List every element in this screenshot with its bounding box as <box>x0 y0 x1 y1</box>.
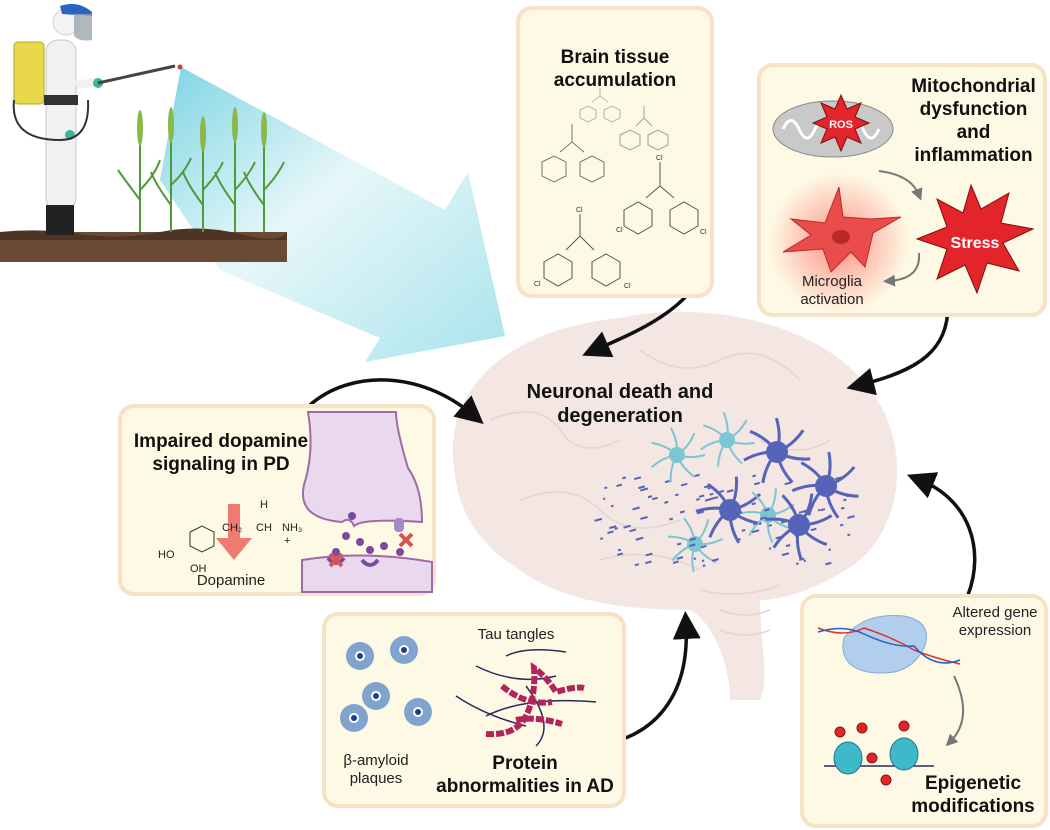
ribosome <box>843 615 927 673</box>
svg-text:ROS: ROS <box>829 119 853 131</box>
plaques-label: β-amyloid plaques <box>328 752 424 788</box>
svg-text:Cl: Cl <box>616 227 623 234</box>
farmer-sprayer <box>14 4 183 235</box>
arrow-mitochondrial <box>860 305 948 385</box>
svg-text:Cl: Cl <box>656 155 663 162</box>
panel-epigenetic: Altered gene expression Epigenetic modif… <box>800 594 1048 828</box>
svg-text:Stress: Stress <box>951 235 1000 252</box>
dopamine-illustration: CH₂ H CH NH₃ + HO OH <box>122 408 432 592</box>
tau-label: Tau tangles <box>446 626 586 644</box>
svg-text:+: + <box>284 535 290 547</box>
panel-title: Protein abnormalities in AD <box>430 752 620 798</box>
svg-text:Cl: Cl <box>624 283 631 290</box>
neuron-soma <box>719 432 735 448</box>
neuron-soma <box>719 499 741 521</box>
panel-brain-tissue: Brain tissue accumulation Cl Cl Cl Cl Cl… <box>516 6 714 298</box>
dopamine-label: Dopamine <box>186 572 276 590</box>
panel-title: Epigenetic modifications <box>898 772 1048 818</box>
panel-protein: Tau tangles β-amyloid plaques Protein ab… <box>322 612 626 808</box>
amyloid-plaques <box>340 636 432 732</box>
svg-text:Cl: Cl <box>576 207 583 214</box>
central-title: Neuronal death and degeneration <box>510 380 730 428</box>
arrow-epigenetic <box>920 480 975 595</box>
neuron-soma <box>766 441 788 463</box>
neuron-soma <box>788 514 810 536</box>
panel-dopamine: Impaired dopamine signaling in PD CH₂ H … <box>118 404 436 596</box>
microglia-label: Microglia activation <box>777 273 887 309</box>
svg-text:HO: HO <box>158 549 175 561</box>
svg-text:NH₃: NH₃ <box>282 522 302 534</box>
svg-text:CH₂: CH₂ <box>222 522 242 534</box>
panel-mitochondrial: Mitochondrial dysfunction and inflammati… <box>757 63 1047 317</box>
gene-expression-label: Altered gene expression <box>940 604 1050 640</box>
tau-tangles <box>456 650 596 746</box>
svg-text:H: H <box>260 499 268 511</box>
soil <box>0 228 287 262</box>
svg-text:CH: CH <box>256 522 272 534</box>
spray-arrow <box>160 67 505 362</box>
svg-text:Cl: Cl <box>534 281 541 288</box>
ddt-structures: Cl Cl Cl Cl Cl Cl <box>520 10 710 294</box>
neuron-soma <box>669 447 685 463</box>
svg-text:Cl: Cl <box>700 229 707 236</box>
